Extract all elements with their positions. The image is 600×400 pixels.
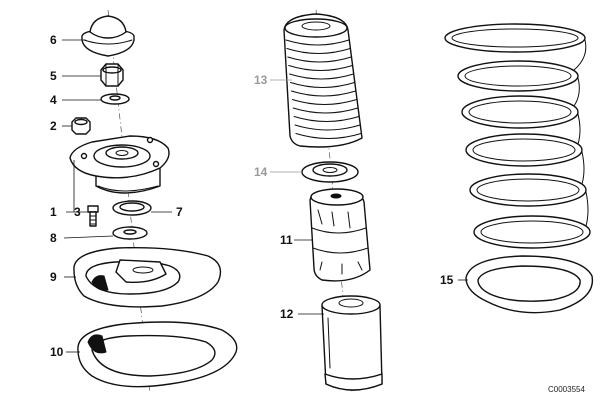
bellows-ridges (285, 39, 362, 139)
label-2: 2 (50, 119, 57, 133)
part-11-bump-stop (309, 188, 371, 282)
label-6: 6 (50, 33, 57, 47)
label-11: 11 (280, 233, 293, 247)
label-1: 1 (50, 205, 57, 219)
part-8-flat-washer (112, 226, 148, 240)
coil-turn-outer (461, 95, 579, 129)
part-12-dust-tube (321, 295, 383, 391)
part-7-seal-ring (112, 200, 152, 216)
middle-assembly (270, 9, 383, 393)
coil-turn-link (577, 113, 581, 145)
part-5-hex-nut (100, 63, 124, 87)
label-4: 4 (50, 93, 57, 107)
coil-turn-outer (473, 215, 591, 249)
part-4-washer (100, 93, 130, 105)
part-14-bump-stop-cap (301, 161, 359, 183)
coil-turn-link (581, 151, 585, 185)
label-3: 3 (74, 205, 81, 219)
part-9-spring-seat (73, 246, 222, 308)
coil-turn-link (573, 77, 580, 107)
coil-turn-inner (468, 100, 572, 124)
part-1-strut-mount (69, 135, 170, 194)
label-5: 5 (50, 69, 57, 83)
catalog-code: C0003554 (548, 385, 585, 394)
label-15: 15 (440, 273, 454, 287)
label-8: 8 (50, 231, 57, 245)
coil-turn-outer (457, 60, 579, 92)
label-9: 9 (50, 270, 57, 284)
label-13: 13 (254, 73, 268, 87)
coil-turn-inner (476, 178, 580, 202)
coil-turn-inner (472, 138, 576, 162)
coil-turn-inner (451, 28, 579, 48)
part-6-top-cap (81, 15, 135, 57)
coil-turn-outer (469, 173, 587, 207)
label-7: 7 (176, 205, 183, 219)
coil-turn-link (585, 191, 589, 227)
coil-turn-outer (465, 133, 583, 167)
label-12: 12 (280, 307, 294, 321)
coil-turn-outer (444, 23, 586, 53)
spring-lower-pad (465, 255, 594, 314)
left-assembly (62, 9, 238, 393)
coil-turn-link (573, 39, 587, 71)
right-assembly (444, 23, 594, 314)
coil-turn-inner (464, 65, 572, 87)
part-3-bolt (87, 205, 99, 227)
coil-turn-inner (480, 220, 584, 244)
part-10-lower-isolator (77, 321, 238, 388)
part-15-coil-spring (444, 23, 591, 249)
label-10: 10 (50, 345, 64, 359)
label-14: 14 (254, 165, 268, 179)
part-13-bellows (283, 13, 363, 148)
part-2-small-nut (71, 117, 91, 135)
